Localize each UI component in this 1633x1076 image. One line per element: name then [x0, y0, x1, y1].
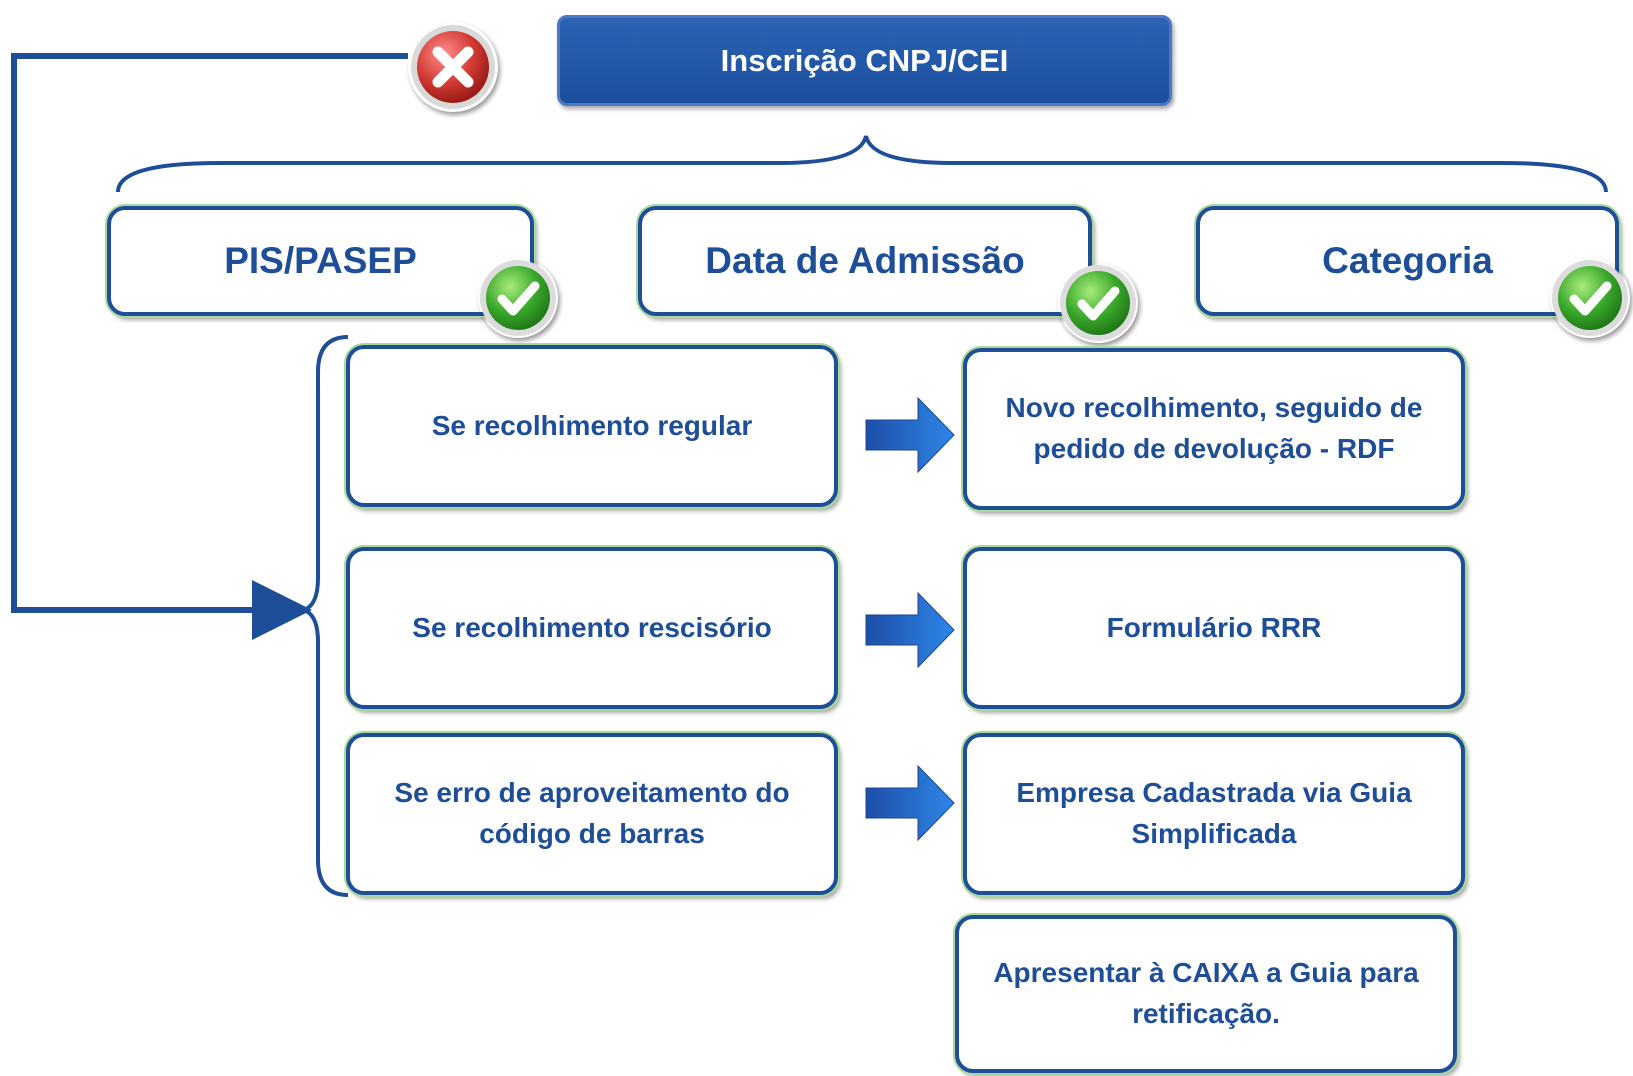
case-condition-text: Se recolhimento regular	[431, 409, 753, 441]
return-connector	[11, 53, 408, 640]
case-action-rescisorio: Formulário RRR	[963, 547, 1465, 709]
arrow-codigo-barras	[865, 764, 955, 842]
extra-action: Apresentar à CAIXA a Guia para retificaç…	[955, 915, 1457, 1073]
case-condition-codigo-barras: Se erro de aproveitamento do código de b…	[346, 733, 838, 895]
case-condition-regular: Se recolhimento regular	[346, 345, 838, 507]
cases-brace	[298, 335, 349, 897]
case-condition-text: Se erro de aproveitamento do código de b…	[394, 777, 790, 849]
case-condition-rescisorio: Se recolhimento rescisório	[346, 547, 838, 709]
field-label: PIS/PASEP	[224, 240, 417, 282]
field-label: Categoria	[1322, 240, 1493, 282]
case-action-text: Empresa Cadastrada via Guia Simplificada	[1016, 777, 1412, 849]
check-icon	[1058, 263, 1138, 343]
case-action-codigo-barras: Empresa Cadastrada via Guia Simplificada	[963, 733, 1465, 895]
field-pis-pasep: PIS/PASEP	[107, 206, 534, 316]
top-brace	[116, 135, 1608, 193]
check-icon	[478, 258, 558, 338]
field-label: Data de Admissão	[705, 240, 1025, 282]
header-title: Inscrição CNPJ/CEI	[720, 42, 1009, 78]
case-action-regular: Novo recolhimento, seguido de pedido de …	[963, 348, 1465, 510]
case-action-text: Formulário RRR	[1106, 611, 1322, 643]
case-condition-text: Se recolhimento rescisório	[412, 611, 772, 643]
extra-action-text: Apresentar à CAIXA a Guia para retificaç…	[993, 957, 1419, 1029]
header-box: Inscrição CNPJ/CEI	[557, 15, 1172, 106]
arrow-rescisorio	[865, 591, 955, 669]
field-categoria: Categoria	[1196, 206, 1619, 316]
arrow-regular	[865, 396, 955, 474]
check-icon	[1550, 258, 1630, 338]
field-data-admissao: Data de Admissão	[638, 206, 1092, 316]
case-action-text: Novo recolhimento, seguido de pedido de …	[1005, 392, 1423, 464]
error-icon	[408, 22, 498, 112]
